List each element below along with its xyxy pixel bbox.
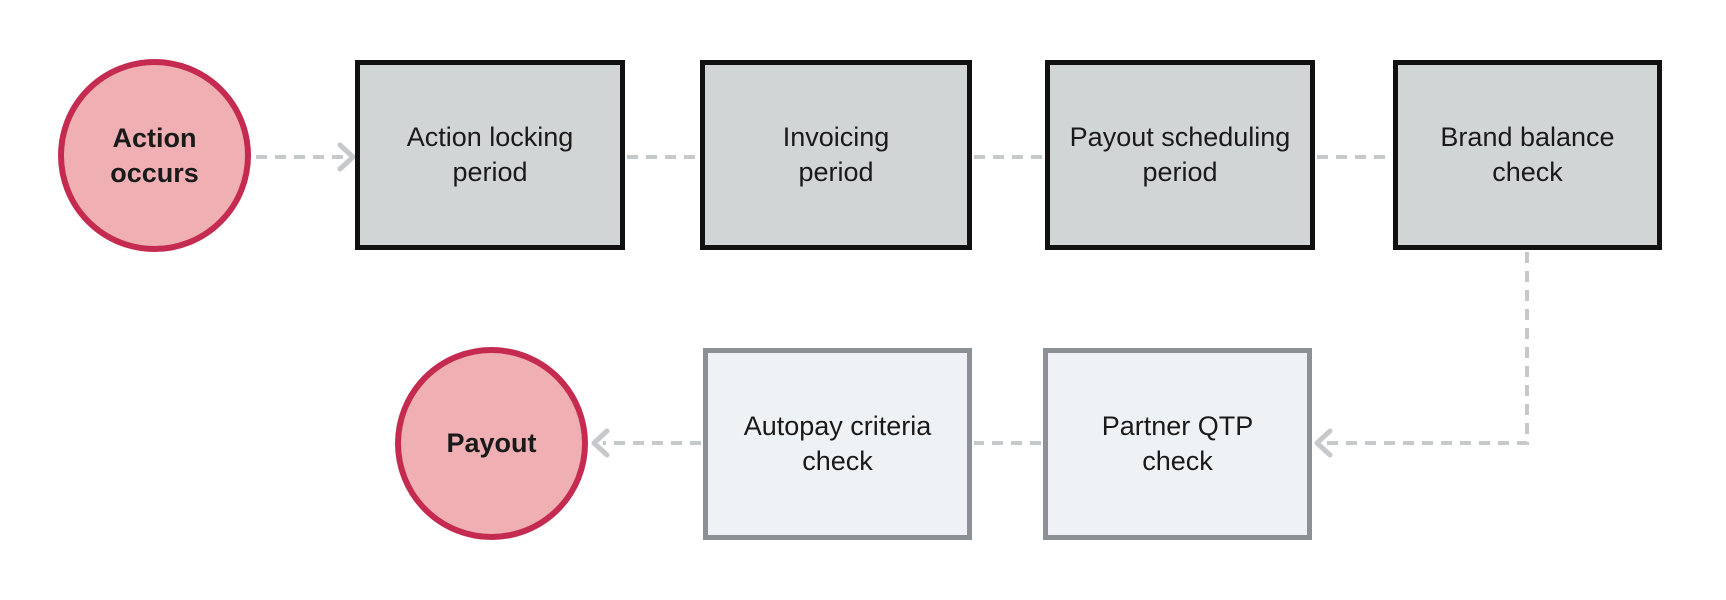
node-brand-balance-check: Brand balance check (1393, 60, 1662, 250)
node-action-occurs-label: Action occurs (110, 122, 199, 188)
node-payout-scheduling-period: Payout scheduling period (1045, 60, 1315, 250)
node-action-locking-period-label: Action locking period (406, 122, 574, 187)
node-payout: Payout (395, 347, 588, 540)
node-payout-label: Payout (446, 428, 537, 458)
node-invoicing-period-label: Invoicing period (782, 122, 890, 187)
node-autopay-criteria-check: Autopay criteria check (703, 348, 972, 540)
node-partner-qtp-check-label: Partner QTP check (1101, 411, 1254, 476)
node-partner-qtp-check: Partner QTP check (1043, 348, 1312, 540)
connector-brand-to-partner-qtp (1326, 252, 1529, 445)
arrow-left-icon (591, 428, 610, 458)
arrow-right-icon (337, 142, 356, 172)
arrow-left-icon (1314, 428, 1333, 458)
node-brand-balance-check-label: Brand balance check (1440, 122, 1615, 187)
node-invoicing-period: Invoicing period (700, 60, 972, 250)
node-payout-scheduling-period-label: Payout scheduling period (1069, 122, 1291, 187)
node-action-occurs: Action occurs (58, 59, 251, 252)
node-action-locking-period: Action locking period (355, 60, 625, 250)
node-autopay-criteria-check-label: Autopay criteria check (743, 411, 932, 476)
